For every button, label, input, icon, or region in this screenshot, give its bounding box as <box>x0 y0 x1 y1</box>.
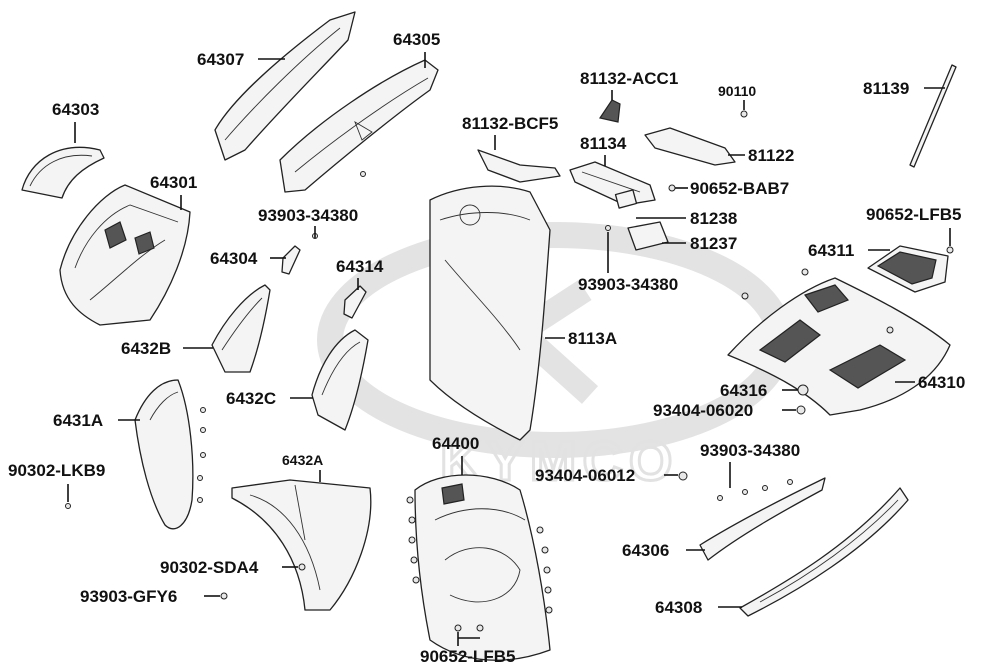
label-93903-34380-a: 93903-34380 <box>258 206 358 225</box>
label-64301: 64301 <box>150 173 197 192</box>
label-64306: 64306 <box>622 541 669 560</box>
label-6432C: 6432C <box>226 389 276 408</box>
label-93903-34380-b: 93903-34380 <box>578 275 678 294</box>
part-81238 <box>614 189 638 209</box>
label-64305: 64305 <box>393 30 440 49</box>
part-64311 <box>867 245 949 293</box>
label-93404-06012: 93404-06012 <box>535 466 635 485</box>
label-64308: 64308 <box>655 598 702 617</box>
part-81122 <box>644 127 736 166</box>
part-81134 <box>569 161 656 206</box>
label-6432B: 6432B <box>121 339 171 358</box>
label-81237: 81237 <box>690 234 737 253</box>
part-64306 <box>699 477 826 561</box>
part-8113A <box>429 185 551 441</box>
label-90652-LFB5-b: 90652-LFB5 <box>866 205 961 224</box>
fasteners <box>65 110 954 632</box>
label-64316: 64316 <box>720 381 767 400</box>
part-64301 <box>59 184 191 326</box>
part-81132-BCF5 <box>477 149 561 183</box>
part-64303 <box>21 146 105 199</box>
label-6432A: 6432A <box>282 452 323 468</box>
part-64304 <box>281 245 301 275</box>
label-90110: 90110 <box>718 83 756 99</box>
label-64307: 64307 <box>197 50 244 69</box>
label-93903-GFY6: 93903-GFY6 <box>80 587 177 606</box>
label-layer: 64303 64307 64305 64301 93903-34380 6430… <box>8 30 965 666</box>
part-64305 <box>279 59 439 193</box>
label-81132-ACC1: 81132-ACC1 <box>580 69 678 88</box>
part-81139 <box>909 64 957 168</box>
label-93404-06020: 93404-06020 <box>653 401 753 420</box>
label-64314: 64314 <box>336 257 384 276</box>
label-8113A: 8113A <box>568 329 617 348</box>
label-81139: 81139 <box>863 79 909 98</box>
part-64400 <box>414 474 551 661</box>
part-6432B <box>211 284 271 373</box>
label-90302-SDA4: 90302-SDA4 <box>160 558 259 577</box>
part-64307 <box>214 11 356 161</box>
label-64311: 64311 <box>808 241 854 260</box>
label-81122: 81122 <box>748 146 794 165</box>
label-81134: 81134 <box>580 134 627 153</box>
label-64303: 64303 <box>52 100 99 119</box>
part-6432A <box>231 479 372 611</box>
label-81238: 81238 <box>690 209 737 228</box>
label-90302-LKB9: 90302-LKB9 <box>8 461 105 480</box>
part-64308 <box>739 487 909 617</box>
label-93903-34380-c: 93903-34380 <box>700 441 800 460</box>
label-64304: 64304 <box>210 249 258 268</box>
part-6432C <box>311 329 369 431</box>
part-64310 <box>727 277 951 416</box>
label-81132-BCF5: 81132-BCF5 <box>462 114 558 133</box>
label-64400: 64400 <box>432 434 479 453</box>
label-90652-LFB5-a: 90652-LFB5 <box>420 647 515 666</box>
label-90652-BAB7: 90652-BAB7 <box>690 179 789 198</box>
part-81132-ACC1 <box>599 99 621 123</box>
part-81237 <box>627 221 669 251</box>
label-6431A: 6431A <box>53 411 103 430</box>
part-6431A <box>134 379 194 530</box>
label-64310: 64310 <box>918 373 965 392</box>
